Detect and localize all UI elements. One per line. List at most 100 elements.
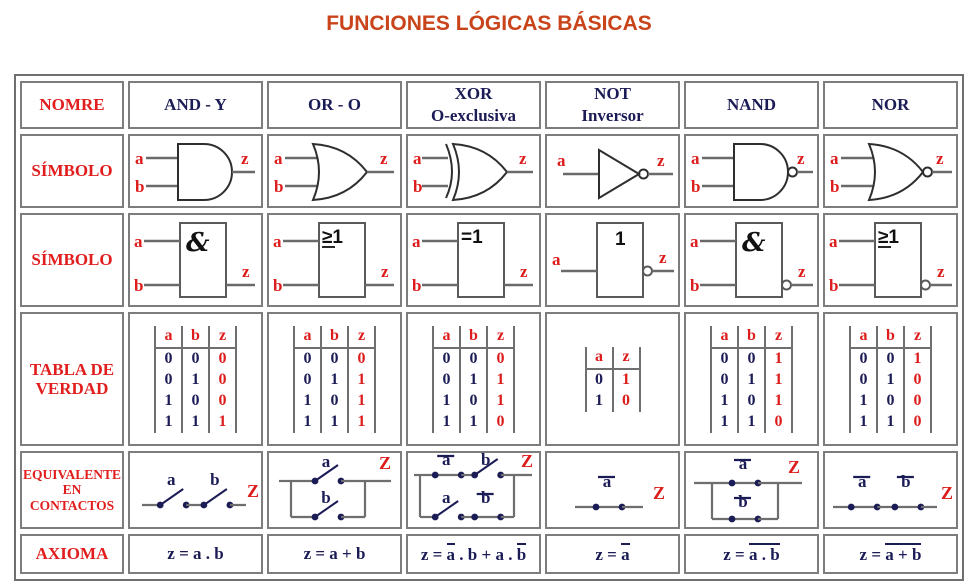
not-axiom: z = a: [547, 543, 678, 565]
output-z-label: Z: [653, 483, 665, 503]
page-title: FUNCIONES LÓGICAS BÁSICAS: [326, 12, 652, 35]
contact-dot: [891, 503, 899, 511]
column-title-line: O-exclusiva: [431, 106, 516, 126]
nor-axiom: z = a + b: [825, 543, 956, 565]
or-contact-circuit: abZ: [279, 453, 391, 521]
truth-header-cell: a: [293, 325, 321, 349]
inverter-bubble: [920, 279, 931, 291]
output-z-label: z: [937, 262, 945, 281]
column-title-line: NAND: [726, 95, 777, 115]
truth-header-cell: z: [208, 325, 237, 349]
output-z-label: z: [381, 262, 389, 281]
truth-value-cell: 1: [903, 347, 932, 370]
truth-value-cell: 1: [849, 411, 877, 433]
truth-value-cell: 1: [154, 411, 182, 433]
input-b-label: b: [691, 177, 700, 196]
nand-gate-symbol: ab z: [691, 143, 813, 202]
output-z-label: z: [797, 149, 805, 168]
input-a-label: a: [552, 250, 561, 269]
truth-value-cell: 1: [459, 369, 487, 391]
contact-dot: [728, 479, 736, 487]
column-title-line: XOR: [454, 84, 493, 103]
wire: [314, 464, 339, 483]
nand-iec-symbol: &abz: [690, 222, 813, 299]
truth-header-cell: a: [584, 346, 613, 370]
cell-not-axiom: z = a: [545, 534, 680, 575]
contact-dot: [471, 471, 479, 479]
contact-dot: [311, 513, 319, 521]
truth-value-cell: 0: [710, 347, 738, 370]
output-z-label: z: [657, 151, 665, 170]
truth-value-cell: 1: [154, 390, 182, 412]
contact-dot: [156, 501, 164, 509]
truth-value-cell: 0: [459, 347, 487, 370]
inverter-bubble: [781, 279, 792, 291]
output-z-label: z: [380, 149, 388, 168]
output-z-label: Z: [379, 453, 391, 473]
xor-extra-arc: [445, 143, 453, 199]
truth-header-cell: b: [320, 325, 348, 349]
truth-value-cell: 1: [432, 390, 460, 412]
output-z-label: z: [242, 262, 250, 281]
contact-label: a: [442, 488, 451, 507]
inverter-bubble: [922, 166, 933, 178]
inverter-bubble: [787, 166, 798, 178]
iec-function-label: ≥1: [878, 227, 899, 248]
output-z-label: Z: [521, 453, 533, 471]
truth-value-cell: 1: [764, 390, 793, 412]
truth-header-cell: z: [347, 325, 376, 349]
input-a-label: a: [274, 149, 283, 168]
nand-contact-circuit: abZ: [694, 454, 802, 523]
page: { "title": "FUNCIONES LÓGICAS BÁSICAS", …: [0, 12, 978, 588]
wire: [434, 500, 459, 519]
row-label-axioma: AXIOMA: [20, 534, 124, 575]
row-label-simbolo-1: SÍMBOLO: [20, 134, 124, 209]
truth-value-cell: 1: [611, 368, 641, 391]
contact-label: b: [210, 470, 219, 489]
axiom-segment: z =: [723, 545, 749, 565]
input-a-label: a: [691, 149, 700, 168]
row-axiom: AXIOMA z = a . b z = a + b z = a . b + a…: [20, 534, 958, 575]
truth-value-cell: 1: [764, 347, 793, 370]
cell-nor-axiom: z = a + b: [823, 534, 958, 575]
truth-value-cell: 1: [347, 411, 376, 433]
column-title-line: NOR: [871, 95, 910, 115]
contact-label: b: [901, 472, 910, 491]
input-b-label: b: [830, 177, 839, 196]
axiom-segment: . b + a .: [455, 545, 517, 565]
truth-value-cell: 0: [293, 347, 321, 370]
input-b-label: b: [690, 276, 699, 295]
input-a-label: a: [690, 232, 699, 251]
input-b-label: b: [829, 276, 838, 295]
truth-value-cell: 1: [876, 411, 904, 433]
contact-dot: [592, 503, 600, 511]
axiom-overline-segment: a . b: [749, 543, 780, 565]
input-b-label: b: [274, 177, 283, 196]
iec-function-label: &: [186, 228, 210, 258]
input-a-label: a: [830, 149, 839, 168]
input-a-label: a: [829, 232, 838, 251]
truth-value-cell: 1: [710, 390, 738, 412]
truth-value-cell: 1: [584, 390, 613, 412]
or-axiom: z = a + b: [269, 544, 400, 564]
wire: [159, 488, 184, 507]
